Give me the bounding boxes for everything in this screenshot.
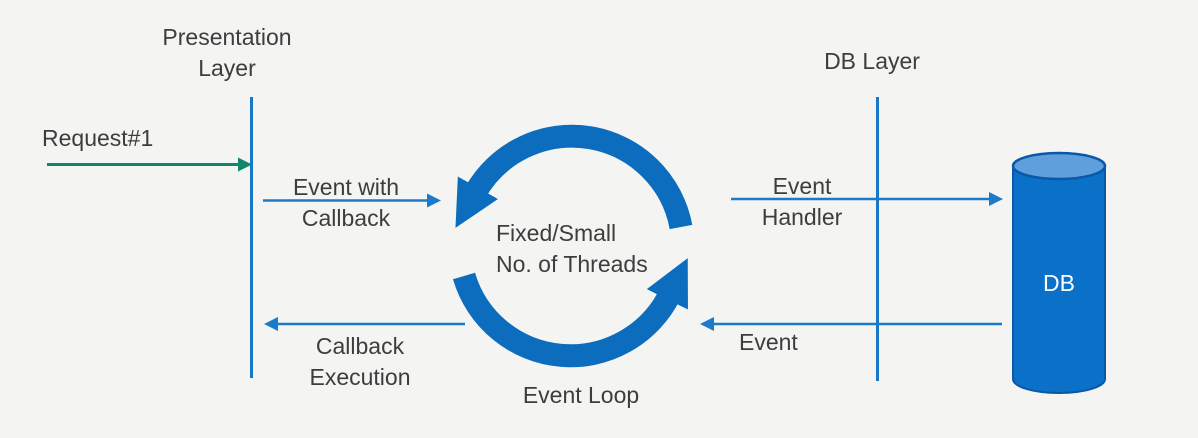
event-return-label: Event bbox=[739, 329, 798, 355]
event-loop-bottom-arc bbox=[452, 258, 688, 368]
event-loop-label: Event Loop bbox=[522, 382, 640, 408]
db-cylinder bbox=[1011, 151, 1107, 394]
event-loop-top-arc bbox=[455, 124, 693, 230]
fixed-threads-label: Fixed/Small No. of Threads bbox=[496, 220, 648, 277]
presentation-layer-label: Presentation Layer bbox=[162, 24, 292, 81]
db-label: DB bbox=[1043, 270, 1075, 296]
event-handler-label: Event Handler bbox=[761, 173, 843, 230]
event-with-callback-label: Event with Callback bbox=[292, 174, 400, 231]
callback-execution-label: Callback Execution bbox=[309, 333, 411, 390]
db-layer-label: DB Layer bbox=[824, 48, 920, 74]
request-label: Request#1 bbox=[42, 125, 154, 151]
db-cylinder-top bbox=[1011, 151, 1107, 181]
db-cylinder-body bbox=[1012, 165, 1106, 394]
